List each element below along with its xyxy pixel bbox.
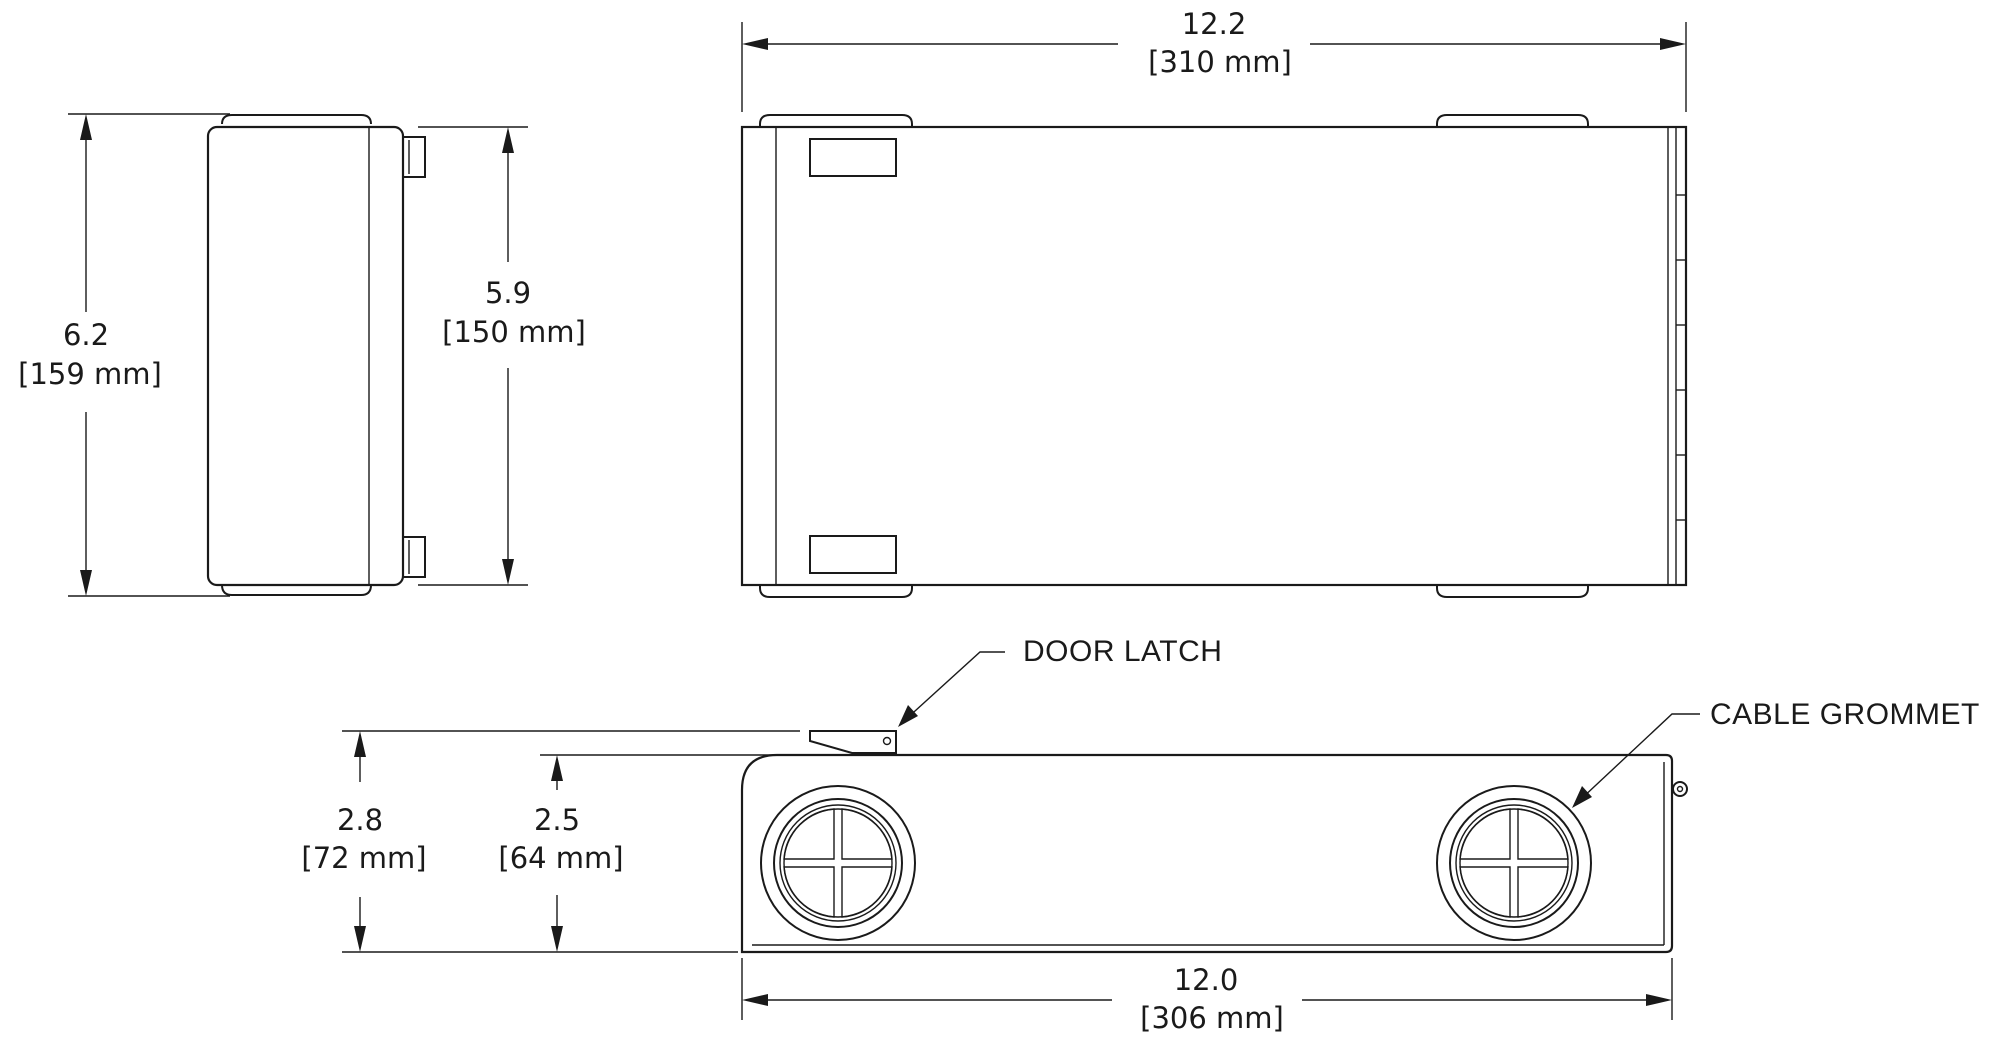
front-view-body bbox=[740, 753, 1674, 954]
dim-side-body-metric: [150 mm] bbox=[442, 315, 586, 349]
front-view-hinge-knob bbox=[1672, 781, 1688, 797]
top-view-foot-tl bbox=[759, 114, 913, 127]
dim-side-body-value: 5.9 bbox=[485, 276, 531, 310]
dim-front-overall-value: 2.8 bbox=[337, 803, 383, 837]
door-latch-leader bbox=[903, 651, 1005, 722]
side-view-foot-top bbox=[221, 114, 372, 125]
cable-grommet-leader bbox=[1579, 713, 1700, 801]
front-view-hinge-knob-center bbox=[1676, 785, 1684, 793]
top-view: 12.2 [310 mm] bbox=[740, 7, 1688, 598]
arrow-left bbox=[742, 994, 768, 1006]
arrow-down bbox=[551, 926, 563, 952]
arrow-left bbox=[742, 38, 768, 50]
side-view-hinge-top bbox=[402, 136, 426, 178]
cable-grommet-label: CABLE GROMMET bbox=[1710, 698, 1980, 731]
cable-grommet-left bbox=[760, 785, 916, 941]
cable-grommet-leader-arrow bbox=[1572, 786, 1592, 808]
top-view-pad-bottom bbox=[809, 535, 897, 574]
side-view-foot-bottom bbox=[221, 584, 372, 596]
dim-top-width-metric: [310 mm] bbox=[1148, 45, 1292, 79]
arrow-right bbox=[1646, 994, 1672, 1006]
arrow-down bbox=[354, 926, 366, 952]
dim-front-body-value: 2.5 bbox=[534, 803, 580, 837]
door-latch bbox=[809, 730, 897, 754]
dim-front-width-metric: [306 mm] bbox=[1140, 1001, 1284, 1035]
side-view-body bbox=[206, 125, 405, 587]
door-latch-label: DOOR LATCH bbox=[1023, 635, 1222, 668]
arrow-up bbox=[551, 755, 563, 781]
dim-front-width-value: 12.0 bbox=[1174, 963, 1239, 997]
top-view-body bbox=[740, 125, 1688, 587]
side-view: 6.2 [159 mm] 5.9 [150 mm] bbox=[18, 113, 586, 597]
top-view-foot-tr bbox=[1436, 114, 1589, 127]
top-view-foot-br bbox=[1436, 585, 1589, 598]
arrow-up bbox=[80, 114, 92, 140]
arrow-down bbox=[80, 570, 92, 596]
door-latch-leader-arrow bbox=[898, 705, 918, 727]
dim-side-overall-value: 6.2 bbox=[63, 318, 109, 352]
dim-front-overall-metric: [72 mm] bbox=[301, 841, 426, 875]
cable-grommet-right bbox=[1436, 785, 1592, 941]
arrow-up bbox=[502, 127, 514, 153]
dim-side-overall-metric: [159 mm] bbox=[18, 357, 162, 391]
door-latch-pin bbox=[882, 736, 892, 746]
dim-front-body-metric: [64 mm] bbox=[498, 841, 623, 875]
arrow-right bbox=[1660, 38, 1686, 50]
top-view-foot-bl bbox=[759, 585, 913, 598]
top-view-pad-top bbox=[809, 138, 897, 177]
arrow-down bbox=[502, 559, 514, 585]
side-view-hinge-bottom bbox=[402, 536, 426, 578]
arrow-up bbox=[354, 731, 366, 757]
dim-top-width-value: 12.2 bbox=[1182, 7, 1247, 41]
front-view: DOOR LATCH CABLE GROMMET 2.8 [72 mm] 2.5… bbox=[301, 635, 1980, 1035]
